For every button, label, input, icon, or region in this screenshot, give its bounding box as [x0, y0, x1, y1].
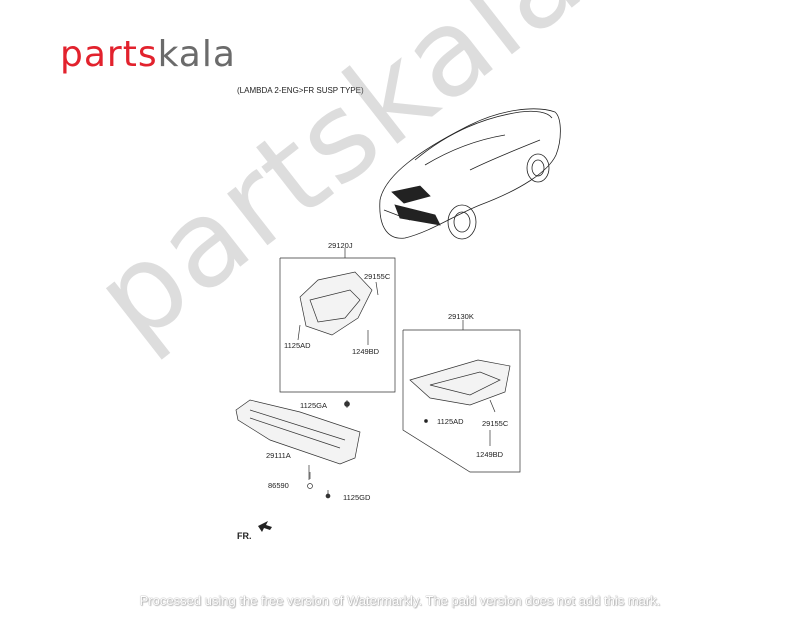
logo-part2: kala: [157, 34, 236, 75]
label-1125AD-a: 1125AD: [284, 341, 311, 350]
label-1125AD-b: 1125AD: [437, 417, 464, 426]
partskala-logo: partskala: [60, 36, 236, 73]
label-29130K: 29130K: [448, 312, 474, 321]
label-1249BD-b: 1249BD: [476, 450, 504, 459]
group-29120J: [279, 248, 396, 393]
label-1249BD-a: 1249BD: [352, 347, 380, 356]
label-29111A: 29111A: [266, 451, 291, 460]
group-29130K: [402, 320, 521, 473]
label-86590: 86590: [268, 481, 289, 490]
car-illustration: [379, 108, 561, 240]
logo-part1: parts: [60, 34, 158, 75]
front-arrow-icon: [258, 521, 272, 532]
front-direction-label: FR.: [237, 531, 252, 541]
label-29155C-b: 29155C: [482, 419, 509, 428]
label-1125GA: 1125GA: [300, 401, 327, 410]
label-29120J: 29120J: [328, 241, 353, 250]
undercover-29111A: [235, 399, 361, 499]
diagram-subtitle: (LAMBDA 2-ENG>FR SUSP TYPE): [237, 86, 364, 95]
label-29155C-a: 29155C: [364, 272, 391, 281]
label-1125GD: 1125GD: [343, 493, 371, 502]
watermark-footer-notice: Processed using the free version of Wate…: [139, 593, 661, 608]
